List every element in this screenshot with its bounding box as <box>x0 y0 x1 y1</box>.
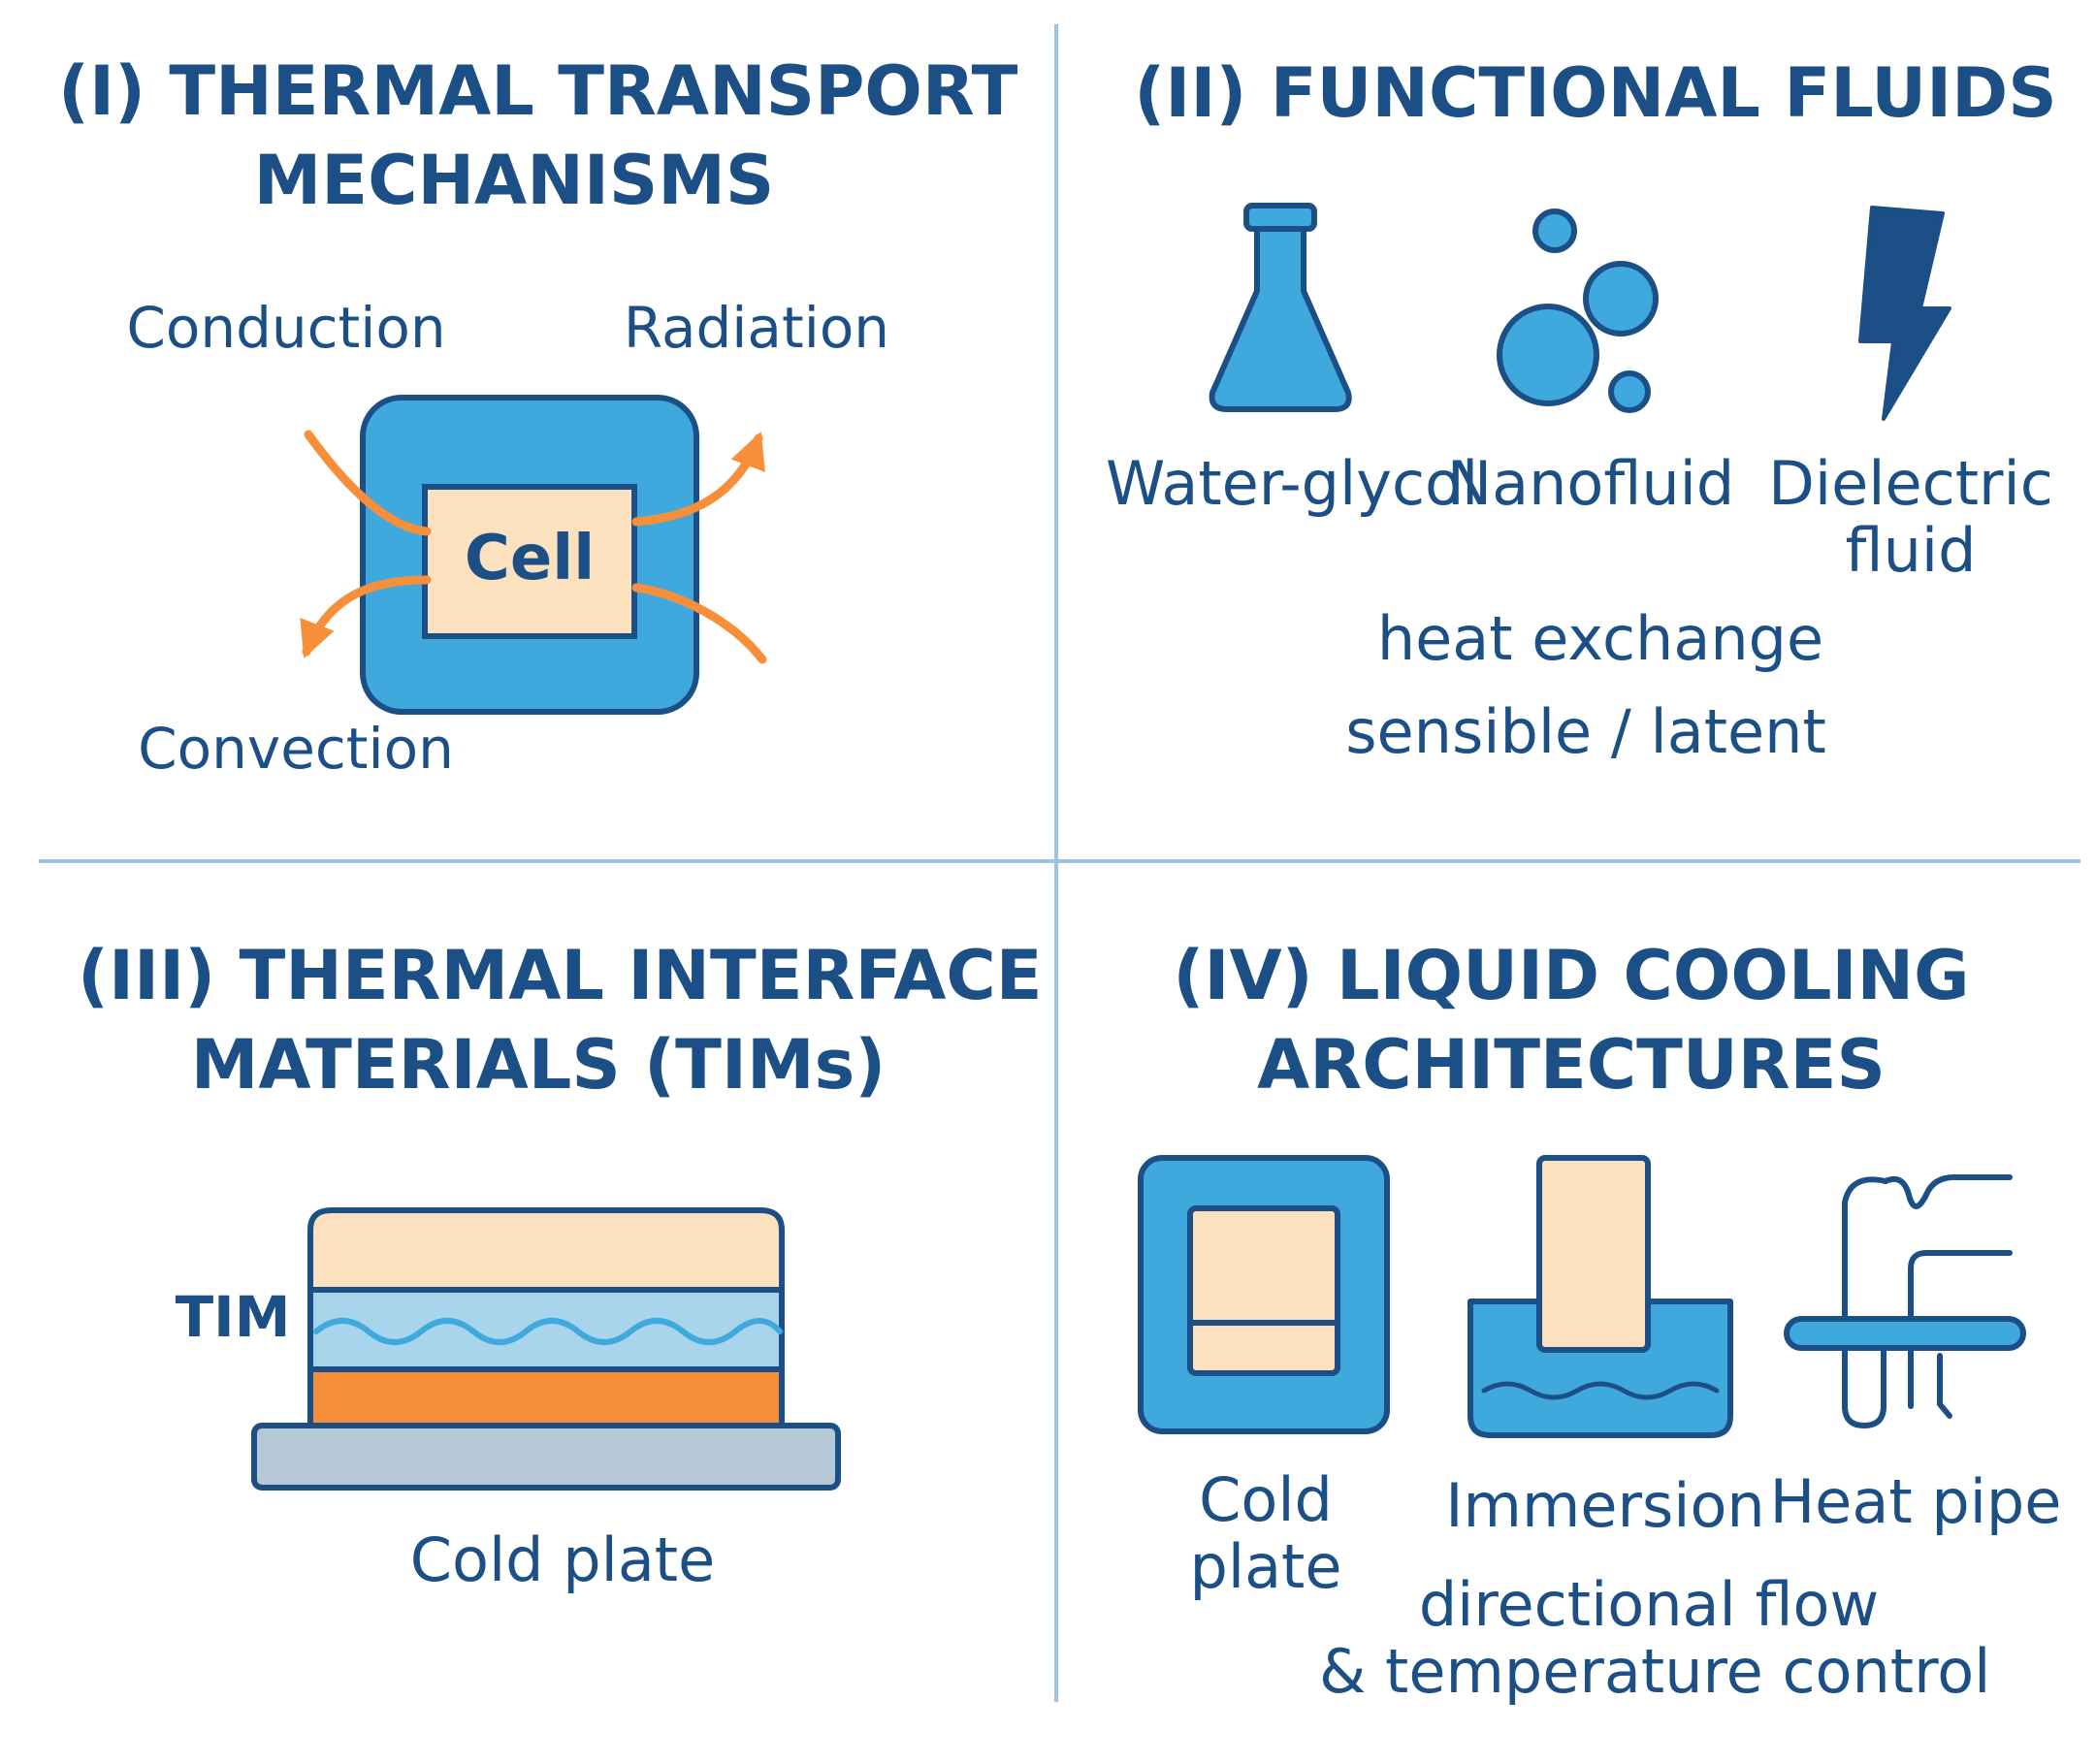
radiation-arrow-icon <box>631 431 765 527</box>
panel-3-title: (III) THERMAL INTERFACE MATERIALS (TIMs) <box>78 931 1043 1110</box>
immersion-tank-icon <box>1467 1155 1733 1438</box>
tim-wave <box>313 1318 783 1345</box>
cold-plate-icon <box>1138 1155 1390 1434</box>
nanofluid-label: Nanofluid <box>1446 448 1735 519</box>
tim-stack-graphic <box>251 1207 841 1491</box>
thermal-transport-graphic <box>300 395 767 715</box>
conduction-label: Conduction <box>126 295 446 361</box>
dielectric-label-line2: fluid <box>1845 515 1977 587</box>
directional-flow-line1: directional flow <box>1418 1569 1880 1640</box>
panel-4-title: (IV) LIQUID COOLING ARCHITECTURES <box>1086 931 2056 1110</box>
quadrant-dividers <box>39 24 2080 1702</box>
cold-plate-label-line1: Cold <box>1199 1464 1333 1535</box>
cold-plate-label-line2: plate <box>1189 1531 1342 1603</box>
battery-cell-layer <box>307 1207 785 1293</box>
cell-label: Cell <box>464 523 596 594</box>
cold-plate-label-p4: Cold plate <box>1135 1466 1397 1601</box>
conduction-arrow-icon <box>304 430 432 536</box>
directional-flow-line2: & temperature control <box>1319 1636 1991 1708</box>
heat-exchange-note: heat exchange <box>1376 603 1824 674</box>
immersion-label: Immersion <box>1445 1470 1765 1541</box>
cell-core <box>422 484 637 639</box>
panel-3-title-line1: (III) THERMAL INTERFACE <box>78 936 1043 1015</box>
tim-layer <box>307 1287 785 1372</box>
dielectric-label-line1: Dielectric <box>1768 448 2053 519</box>
bubbles-icon <box>1497 208 1659 413</box>
panel-4-title-line1: (IV) LIQUID COOLING <box>1173 936 1970 1015</box>
panel-4-title-line2: ARCHITECTURES <box>1257 1025 1886 1106</box>
panel-1-title: (I) THERMAL TRANSPORT MECHANISMS <box>58 47 1018 226</box>
heat-pipe-label: Heat pipe <box>1769 1466 2062 1537</box>
cold-plate-base <box>251 1423 841 1491</box>
water-glycol-label: Water-glycol <box>1106 448 1479 519</box>
radiation-label: Radiation <box>623 295 890 361</box>
convection-label: Convection <box>138 716 454 782</box>
panel-2-title: (II) FUNCTIONAL FLUIDS <box>1134 53 2057 133</box>
heat-pipe-icon <box>1784 1173 2026 1428</box>
flask-icon <box>1209 203 1352 412</box>
lightning-bolt-icon <box>1858 206 1951 421</box>
dielectric-fluid-label: Dielectric fluid <box>1746 450 2076 585</box>
sensible-latent-note: sensible / latent <box>1345 696 1826 767</box>
convection-arrow-icon <box>300 575 432 659</box>
cold-plate-label-p3: Cold plate <box>409 1524 716 1595</box>
panel-1-title-line2: MECHANISMS <box>253 141 775 221</box>
tim-label: TIM <box>175 1284 291 1350</box>
directional-flow-note: directional flow & temperature control <box>1319 1569 1991 1708</box>
panel-1-title-line1: (I) THERMAL TRANSPORT <box>58 51 1018 131</box>
panel-3-title-line2: MATERIALS (TIMs) <box>190 1025 887 1106</box>
outflow-arrow-icon <box>631 583 767 664</box>
heat-spreader-layer <box>307 1366 785 1428</box>
